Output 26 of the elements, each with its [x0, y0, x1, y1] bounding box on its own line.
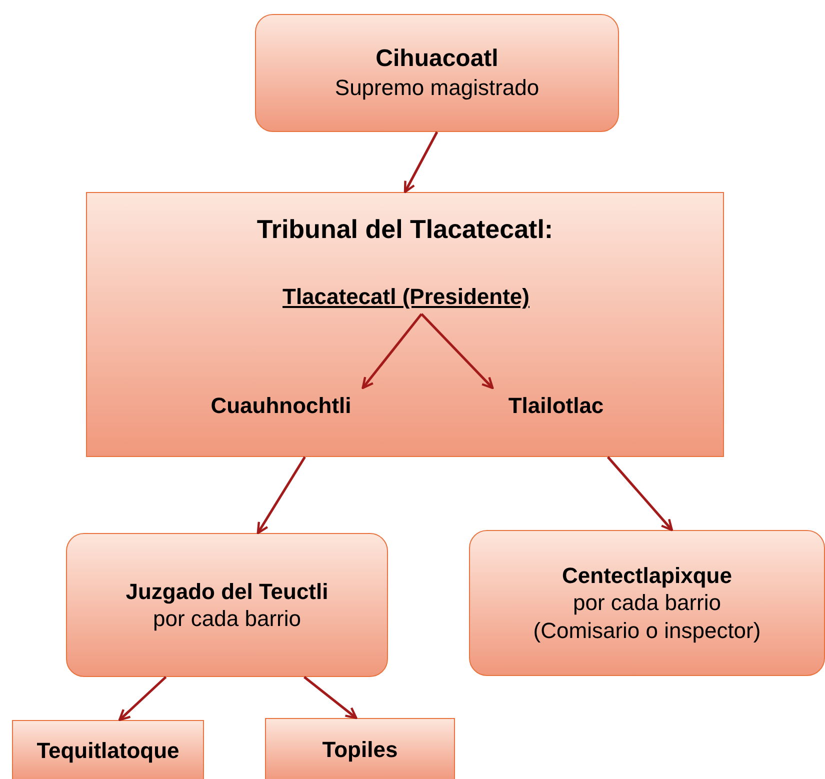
node-heading: Tribunal del Tlacatecatl:: [256, 213, 554, 246]
node-body-text: por cada barrio: [153, 605, 301, 632]
node-heading: Cuauhnochtli: [210, 392, 352, 420]
process-box: [86, 192, 724, 457]
node-heading: Tequitlatoque: [36, 737, 180, 765]
arrow: [606, 456, 674, 532]
node-heading: Centectlapixque: [562, 562, 732, 590]
node-heading: Tlailotlac: [508, 392, 604, 420]
node-body-text: (Comisario o inspector): [533, 616, 761, 644]
arrow: [118, 676, 167, 722]
arrow: [420, 313, 494, 390]
node-heading: Cihuacoatl: [376, 44, 498, 74]
process-box: [265, 718, 455, 779]
process-box: [469, 530, 825, 676]
process-box: [12, 720, 204, 779]
node-body-text: por cada barrio: [573, 589, 721, 617]
arrow: [304, 676, 358, 720]
process-box: [66, 533, 388, 677]
node-heading: Topiles: [322, 736, 398, 764]
node-heading: Juzgado del Teuctli: [126, 578, 328, 605]
arrow: [362, 313, 422, 390]
node-body-text: Supremo magistrado: [334, 74, 540, 102]
process-box: [255, 14, 619, 132]
arrow: [256, 456, 306, 534]
node-heading: Tlacatecatl (Presidente): [282, 283, 530, 311]
arrow: [404, 131, 438, 194]
